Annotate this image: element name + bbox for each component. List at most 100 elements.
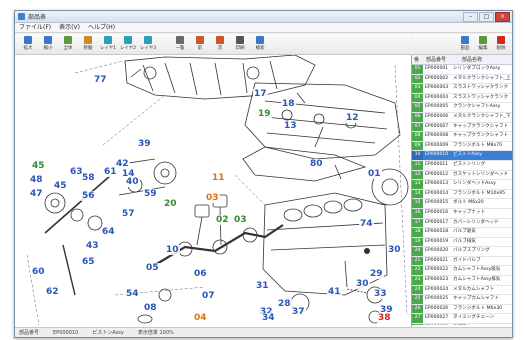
part-callout[interactable]: 14 — [121, 169, 136, 179]
part-callout[interactable]: 11 — [211, 173, 226, 183]
part-callout[interactable]: 59 — [143, 189, 158, 199]
part-callout[interactable]: 45 — [31, 161, 46, 171]
part-callout[interactable]: 17 — [253, 89, 268, 99]
part-callout[interactable]: 39 — [379, 305, 394, 315]
col-name[interactable]: 部品名称 — [462, 57, 483, 63]
part-callout[interactable]: 08 — [143, 303, 158, 313]
part-callout[interactable]: 31 — [255, 281, 270, 291]
part-callout[interactable]: 38 — [377, 313, 392, 323]
part-callout[interactable]: 74 — [359, 219, 374, 229]
list-toolbar-button[interactable]: 削除 — [494, 35, 508, 53]
part-callout[interactable]: 07 — [201, 291, 216, 301]
part-callout[interactable]: 43 — [85, 241, 100, 251]
part-callout[interactable]: 61 — [103, 167, 118, 177]
part-callout[interactable]: 60 — [31, 267, 46, 277]
part-callout[interactable]: 39 — [137, 139, 152, 149]
part-callout[interactable]: 47 — [29, 189, 44, 199]
maximize-icon[interactable]: □ — [479, 12, 494, 22]
col-no[interactable]: 番 — [414, 57, 420, 63]
part-callout[interactable]: 41 — [327, 287, 342, 297]
toolbar-button[interactable]: 拡大 — [19, 35, 37, 53]
part-callout[interactable]: 57 — [121, 209, 136, 219]
part-callout[interactable]: 42 — [115, 159, 130, 169]
part-callout[interactable]: 77 — [93, 75, 108, 85]
part-callout[interactable]: 03 — [205, 193, 220, 203]
part-callout[interactable]: 63 — [69, 167, 84, 177]
part-callout[interactable]: 64 — [101, 227, 116, 237]
toolbar-button[interactable]: 一覧 — [171, 35, 189, 53]
part-callout[interactable]: 40 — [125, 177, 140, 187]
close-icon[interactable]: × — [495, 12, 510, 22]
part-callout[interactable]: 03 — [233, 215, 248, 225]
list-toolbar-button[interactable]: 部品 — [458, 35, 472, 53]
part-callout[interactable]: 20 — [163, 199, 178, 209]
toolbar-button[interactable]: レイヤ3 — [139, 35, 157, 53]
part-callout[interactable]: 37 — [291, 307, 306, 317]
toolbar-button[interactable]: 全体 — [59, 35, 77, 53]
part-callout[interactable]: 58 — [81, 173, 96, 183]
part-callout[interactable]: 18 — [281, 99, 296, 109]
part-callout[interactable]: 62 — [45, 287, 60, 297]
part-callout[interactable]: 32 — [259, 307, 274, 317]
part-callout[interactable]: 56 — [81, 191, 96, 201]
col-code[interactable]: 部品番号 — [426, 57, 447, 63]
part-callout[interactable]: 19 — [257, 109, 272, 119]
toolbar-button[interactable]: 検索 — [251, 35, 269, 53]
toolbar-button[interactable]: 前 — [191, 35, 209, 53]
part-callout[interactable]: 30 — [355, 279, 370, 289]
menu-help[interactable]: ヘルプ(H) — [87, 24, 116, 31]
toolbar-button[interactable]: 縮小 — [39, 35, 57, 53]
part-callout[interactable]: 28 — [277, 299, 292, 309]
minimize-icon[interactable]: – — [463, 12, 478, 22]
part-callout[interactable]: 30 — [387, 245, 402, 255]
part-callout[interactable]: 10 — [165, 245, 180, 255]
part-callout[interactable]: 13 — [283, 121, 298, 131]
menu-file[interactable]: ファイル(F) — [19, 24, 52, 31]
part-callout[interactable]: 34 — [261, 313, 276, 323]
part-callout[interactable]: 12 — [345, 113, 360, 123]
part-callout[interactable]: 06 — [193, 269, 208, 279]
list-item[interactable]: 28EP000028スプロケット — [412, 324, 512, 325]
list-toolbar-button[interactable]: 編集 — [476, 35, 490, 53]
part-callout[interactable]: 04 — [193, 313, 208, 323]
toolbar-button[interactable]: 次 — [211, 35, 229, 53]
part-callout[interactable]: 33 — [373, 289, 388, 299]
menu-view[interactable]: 表示(V) — [59, 24, 80, 31]
part-callout[interactable]: 01 — [367, 169, 382, 179]
toolbar-button[interactable]: 印刷 — [231, 35, 249, 53]
part-callout[interactable]: 45 — [53, 181, 68, 191]
part-callout[interactable]: 29 — [369, 269, 384, 279]
toolbar-button[interactable]: レイヤ2 — [119, 35, 137, 53]
toolbar-button[interactable]: レイヤ1 — [99, 35, 117, 53]
part-callout[interactable]: 54 — [125, 289, 140, 299]
toolbar-button[interactable]: 移動 — [79, 35, 97, 53]
